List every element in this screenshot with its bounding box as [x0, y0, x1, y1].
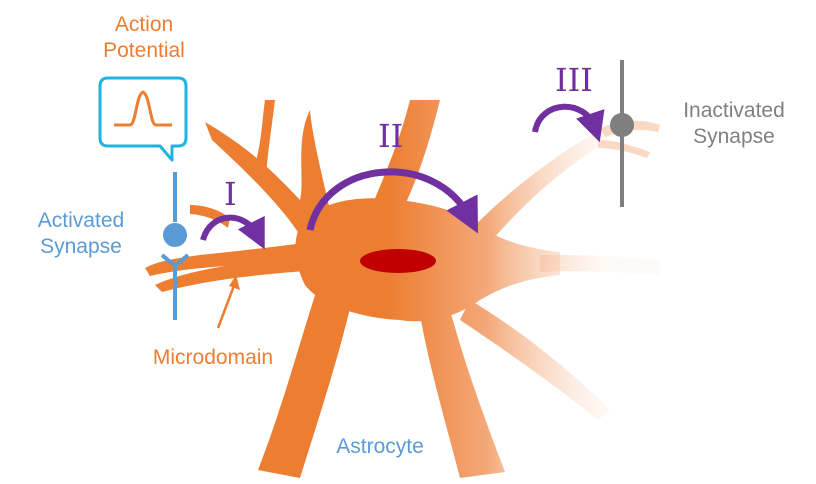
process-lower-right [460, 300, 610, 420]
process-upper-left [205, 110, 330, 235]
process-lower-middle [420, 310, 505, 478]
roman-numeral-II: II [378, 117, 404, 155]
inactivated-terminal [610, 113, 634, 137]
nucleus [360, 249, 436, 273]
arrow-I [200, 214, 265, 250]
roman-numeral-I: I [224, 175, 237, 213]
activated-synapse-label: Activated Synapse [18, 208, 144, 260]
microdomain-label: Microdomain [152, 346, 274, 369]
activated-synapse [160, 172, 190, 320]
activated-line2: Synapse [40, 235, 122, 258]
astrocyte-body [295, 100, 660, 478]
activated-line1: Activated [37, 209, 125, 232]
action-potential-callout [98, 76, 188, 162]
action-potential-line1: Action [114, 13, 174, 36]
process-left-microdomain [145, 240, 325, 292]
inactivated-line2: Synapse [693, 125, 775, 148]
arrow-III [532, 103, 605, 143]
action-potential-label: Action Potential [88, 12, 200, 64]
signaling-arrows [200, 103, 605, 250]
callout-bubble [98, 76, 188, 162]
process-top [370, 100, 440, 215]
inactivated-line1: Inactivated [683, 99, 785, 122]
activated-terminal [163, 223, 187, 247]
process-diagonal [470, 122, 620, 245]
astrocyte-label: Astrocyte [336, 435, 424, 458]
inactivated-synapse [610, 60, 634, 207]
inactivated-synapse-label: Inactivated Synapse [664, 98, 804, 150]
process-upper [255, 100, 275, 175]
astrocyte [145, 100, 352, 478]
arrow-II [306, 168, 479, 234]
action-potential-waveform [114, 90, 172, 127]
action-potential-line2: Potential [103, 39, 185, 62]
roman-numeral-III: III [555, 61, 593, 99]
process-right [540, 255, 660, 275]
process-lower-left [258, 280, 352, 478]
microdomain-pointer [216, 275, 240, 329]
